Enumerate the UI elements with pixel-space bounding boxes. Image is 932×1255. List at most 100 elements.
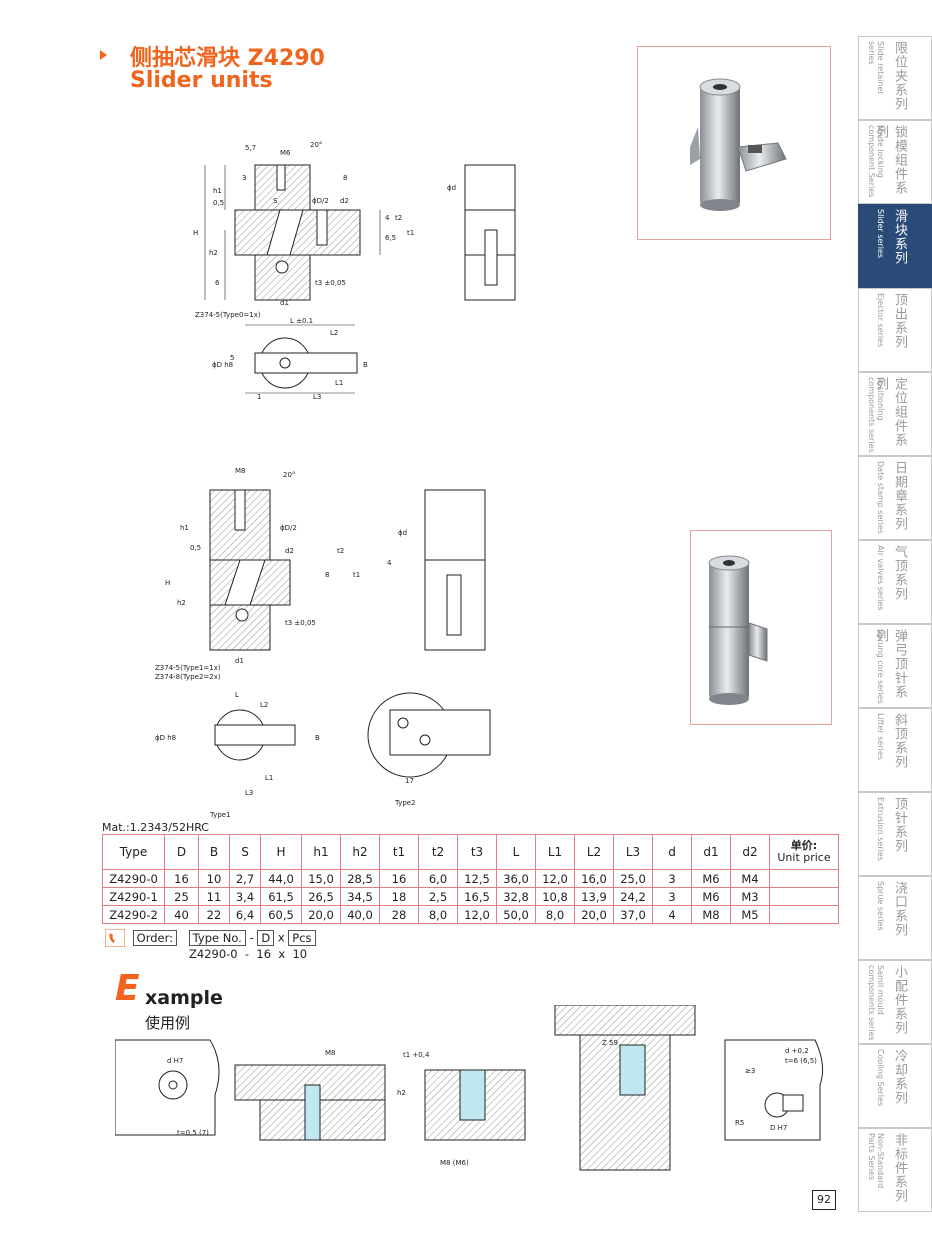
svg-text:d2: d2: [340, 197, 349, 205]
table-cell: 18: [379, 887, 419, 906]
title-bullet-icon: [100, 50, 107, 60]
sidebar-tab[interactable]: Slider series 滑块系列: [858, 204, 932, 288]
svg-text:0,5: 0,5: [213, 199, 224, 207]
table-cell: 61,5: [260, 887, 302, 906]
table-cell-type: Z4290-1: [102, 887, 165, 906]
sidebar-tab-label-cn: 日期章系列: [892, 461, 907, 531]
sidebar-tab-label-en: Cooling Series: [876, 1049, 885, 1107]
col-header: t3: [457, 834, 497, 870]
svg-text:t1: t1: [353, 571, 360, 579]
svg-text:ϕD h8: ϕD h8: [212, 361, 233, 369]
order-type-no: Type No.: [188, 929, 246, 946]
order-section: Order: Type No. - D x Pcs Z4290-0 - 16 x…: [104, 928, 316, 961]
svg-text:8: 8: [343, 174, 347, 182]
svg-text:L ±0.1: L ±0.1: [290, 317, 313, 325]
table-cell: M4: [730, 869, 770, 888]
sidebar-tab-label-en: Slider series: [876, 209, 885, 259]
sidebar-tab[interactable]: Slide retainer series 限位夹系列: [858, 36, 932, 120]
table-cell: 16: [164, 869, 199, 888]
col-header: S: [229, 834, 261, 870]
svg-text:h1: h1: [180, 524, 189, 532]
sidebar-tab-label-cn: 冷却系列: [892, 1049, 907, 1105]
sidebar-tab[interactable]: Ejector series 顶出系列: [858, 288, 932, 372]
svg-text:d +0,2: d +0,2: [785, 1047, 809, 1055]
svg-text:d H7: d H7: [167, 1057, 183, 1065]
table-cell-type: Z4290-0: [102, 869, 165, 888]
table-cell: 10: [198, 869, 230, 888]
table-cell: 34,5: [340, 887, 380, 906]
table-cell: 37,0: [613, 905, 653, 924]
table-cell: 32,8: [496, 887, 536, 906]
table-cell: 3: [652, 887, 692, 906]
svg-text:R5: R5: [735, 1119, 744, 1127]
example-heading-cn: 使用例: [145, 1014, 191, 1032]
svg-text:Z374-8(Type2=2x): Z374-8(Type2=2x): [155, 673, 221, 681]
col-header: d1: [691, 834, 731, 870]
sidebar-tab-label-en: Slide retainer series: [867, 41, 885, 95]
page-title-cn: 侧抽芯滑块 Z4290: [130, 46, 325, 71]
sidebar-tab-label-cn: 弹弓顶针系列: [873, 629, 907, 699]
svg-text:Type2: Type2: [394, 799, 416, 807]
svg-text:t1: t1: [407, 229, 414, 237]
table-cell-type: Z4290-2: [102, 905, 165, 924]
svg-text:Z374-5(Type0=1x): Z374-5(Type0=1x): [195, 311, 261, 319]
sidebar-tab-label-cn: 定位组件系列: [873, 377, 907, 447]
sidebar-tab-label-en: Air valves series: [876, 545, 885, 611]
sidebar-tab-label-cn: 滑块系列: [892, 209, 907, 265]
sidebar-tab[interactable]: Cooling Series 冷却系列: [858, 1044, 932, 1128]
sidebar-tab[interactable]: Date stamp series 日期章系列: [858, 456, 932, 540]
table-cell: 16: [379, 869, 419, 888]
table-cell: 40: [164, 905, 199, 924]
col-header: L2: [574, 834, 614, 870]
table-cell: 16,5: [457, 887, 497, 906]
svg-text:4: 4: [385, 214, 390, 222]
sidebar-tab-label-en: Ejector series: [876, 293, 885, 348]
col-header: L1: [535, 834, 575, 870]
svg-text:L3: L3: [313, 393, 321, 401]
table-cell: 8,0: [418, 905, 458, 924]
table-cell: 4: [652, 905, 692, 924]
svg-text:L: L: [235, 691, 239, 699]
svg-text:20°: 20°: [283, 471, 295, 479]
svg-text:h2: h2: [397, 1089, 406, 1097]
example-heading: xample: [145, 987, 223, 1009]
table-cell: 3,4: [229, 887, 261, 906]
sidebar-tab-label-cn: 顶出系列: [892, 293, 907, 349]
sidebar-tab-label-en: Sprung core series: [876, 629, 885, 704]
sidebar-tab-label-cn: 浇口系列: [892, 881, 907, 937]
svg-text:8: 8: [325, 571, 329, 579]
col-header: t1: [379, 834, 419, 870]
table-header-row: Type D B S H h1 h2 t1 t2 t3 L L1 L2 L3 d…: [102, 834, 839, 870]
sidebar-tab-label-en: Date stamp series: [876, 461, 885, 534]
sidebar-tab-label-en: Extrusion series: [876, 797, 885, 861]
table-cell: 20,0: [574, 905, 614, 924]
order-example: Z4290-0 - 16 x 10: [189, 947, 308, 961]
table-cell: 28,5: [340, 869, 380, 888]
svg-text:t2: t2: [395, 214, 402, 222]
svg-text:ϕd: ϕd: [398, 529, 407, 537]
table-cell: [769, 869, 839, 888]
svg-text:t=6 (6,5): t=6 (6,5): [785, 1057, 817, 1065]
page-title-en: Slider units: [130, 68, 273, 93]
col-header: L: [496, 834, 536, 870]
sidebar-tab-label-cn: 限位夹系列: [892, 41, 907, 111]
table-cell: 2,5: [418, 887, 458, 906]
svg-text:t1 +0,4: t1 +0,4: [403, 1051, 430, 1059]
svg-text:M6: M6: [280, 149, 291, 157]
svg-text:6: 6: [215, 279, 220, 287]
table-cell: 16,0: [574, 869, 614, 888]
table-cell: 60,5: [260, 905, 302, 924]
col-header: h1: [301, 834, 341, 870]
svg-text:≥3: ≥3: [745, 1067, 755, 1075]
material-spec: Mat.:1.2343/52HRC: [102, 821, 209, 834]
